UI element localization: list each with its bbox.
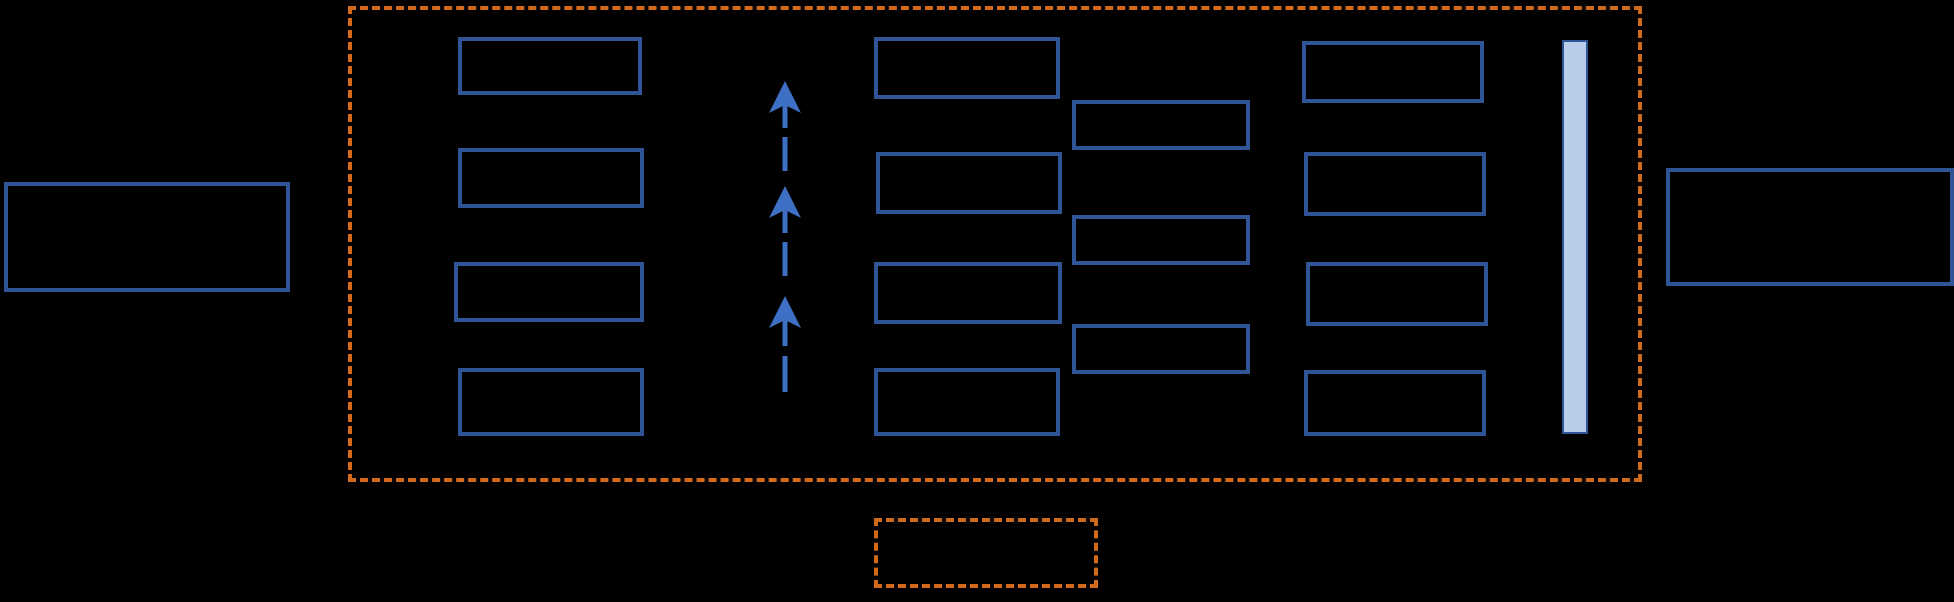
column2-node-4[interactable] [874, 368, 1060, 436]
column4-node-4[interactable] [1304, 370, 1486, 436]
column3-node-2[interactable] [1072, 215, 1250, 265]
column3-node-1[interactable] [1072, 100, 1250, 150]
column3-node-3[interactable] [1072, 324, 1250, 374]
column1-node-1[interactable] [458, 37, 642, 95]
column2-node-1[interactable] [874, 37, 1060, 99]
column4-node-3[interactable] [1306, 262, 1488, 326]
column1-node-4[interactable] [458, 368, 644, 436]
column1-node-2[interactable] [458, 148, 644, 208]
vertical-bar-node[interactable] [1562, 40, 1588, 434]
outer-dashed-group[interactable] [348, 6, 1642, 482]
column2-node-3[interactable] [874, 262, 1062, 324]
right-node[interactable] [1666, 168, 1954, 286]
arrow-up-2 [768, 186, 801, 276]
column2-node-2[interactable] [876, 152, 1062, 214]
left-node[interactable] [4, 182, 290, 292]
arrow-up-3 [768, 296, 801, 392]
bottom-dashed-group[interactable] [874, 518, 1098, 588]
arrow-up-1 [768, 81, 801, 171]
column1-node-3[interactable] [454, 262, 644, 322]
column4-node-1[interactable] [1302, 41, 1484, 103]
column4-node-2[interactable] [1304, 152, 1486, 216]
